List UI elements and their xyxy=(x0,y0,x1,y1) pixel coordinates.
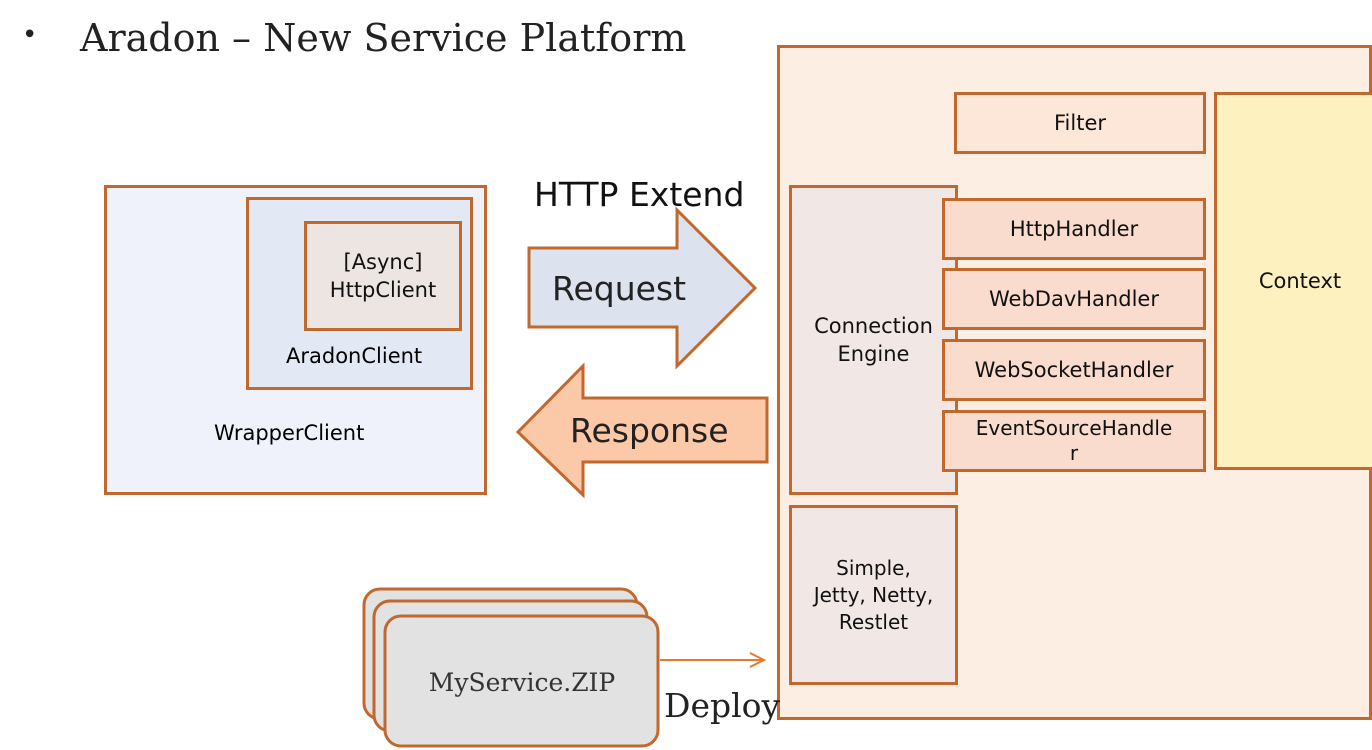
zip-file-label: MyService.ZIP xyxy=(428,668,616,698)
request-arrow xyxy=(527,206,758,370)
title-bullet: • xyxy=(22,20,38,50)
deploy-connector-arrowhead xyxy=(749,652,767,668)
zip-stack-front xyxy=(383,614,660,748)
http-client-label-line1: [Async] xyxy=(343,249,423,274)
connection-engine-box: Connection Engine xyxy=(789,185,958,495)
request-label: Request xyxy=(552,269,687,308)
filter-box: Filter xyxy=(954,92,1206,154)
servers-box: Simple, Jetty, Netty, Restlet xyxy=(789,505,958,685)
connection-engine-line1: Connection xyxy=(814,313,933,338)
eventsource-handler-box: EventSourceHandle r xyxy=(942,410,1206,472)
servers-line2: Jetty, Netty, xyxy=(813,582,934,607)
servers-line1: Simple, xyxy=(836,555,911,580)
eventsource-handler-line1: EventSourceHandle xyxy=(975,416,1173,440)
context-box: Context xyxy=(1214,92,1372,470)
http-extend-label: HTTP Extend xyxy=(534,175,745,214)
wrapper-client-label: WrapperClient xyxy=(214,421,365,445)
response-label: Response xyxy=(570,411,729,450)
page-title: Aradon – New Service Platform xyxy=(80,16,687,60)
response-arrow xyxy=(515,362,769,499)
http-client-box: [Async] HttpClient xyxy=(304,221,462,331)
deploy-label: Deploy xyxy=(664,686,781,725)
connection-engine-line2: Engine xyxy=(837,342,910,366)
http-client-label-line2: HttpClient xyxy=(329,278,437,302)
http-handler-box: HttpHandler xyxy=(942,198,1206,260)
eventsource-handler-line2: r xyxy=(1069,441,1079,465)
webdav-handler-box: WebDavHandler xyxy=(942,268,1206,330)
aradon-client-label: AradonClient xyxy=(286,344,423,368)
servers-line3: Restlet xyxy=(838,609,909,634)
websocket-handler-box: WebSocketHandler xyxy=(942,339,1206,401)
